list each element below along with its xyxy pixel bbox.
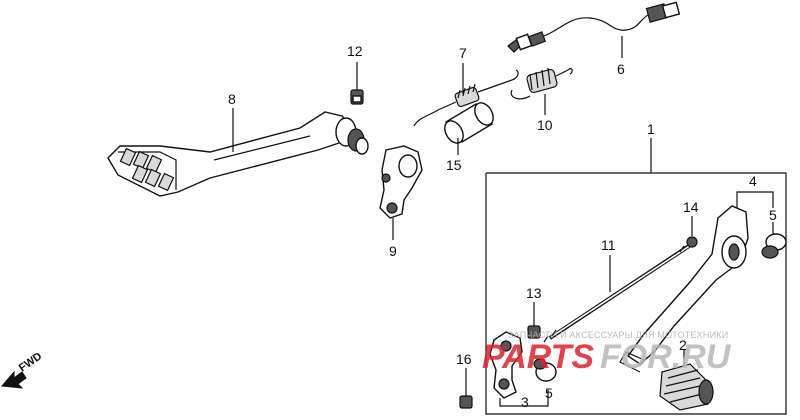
- sleeve-15-part: [444, 102, 494, 144]
- callout-8: 8: [228, 91, 236, 107]
- switch-6-part: [507, 1, 681, 53]
- callout-10: 10: [537, 117, 553, 133]
- callout-6: 6: [617, 61, 625, 77]
- fwd-arrow-icon: FWD: [0, 350, 44, 389]
- peg-rubber-2-part: [659, 363, 714, 411]
- pedal-grip-slots: [119, 147, 175, 192]
- rod-11-part: [543, 239, 694, 343]
- callout-5-right: 5: [769, 207, 777, 223]
- clamp-9-part: [379, 145, 423, 219]
- callout-16: 16: [456, 351, 472, 367]
- watermark-brand-right: FOR.RU: [600, 338, 732, 376]
- bolt-12-part: [350, 62, 364, 105]
- callout-14: 14: [683, 199, 699, 215]
- assembly-box-1: [485, 172, 787, 415]
- callout-1: 1: [647, 121, 655, 137]
- shift-arm-4-part: [619, 205, 749, 373]
- callout-4: 4: [749, 173, 757, 189]
- bolt-16-part: [459, 368, 473, 409]
- callout-7: 7: [459, 45, 467, 61]
- spring-10-part: [510, 67, 573, 100]
- nut-14-part: [686, 236, 698, 248]
- watermark: ЗАПЧАСТИ И АКСЕССУАРЫ ДЛЯ МОТОТЕХНИКИ PA…: [482, 330, 732, 376]
- bolt-5-right-part: [761, 233, 787, 259]
- callout-2: 2: [679, 337, 687, 353]
- callout-13: 13: [526, 285, 542, 301]
- callout-9: 9: [389, 243, 397, 259]
- leader-4-bracket: [736, 191, 774, 208]
- watermark-tagline: ЗАПЧАСТИ И АКСЕССУАРЫ ДЛЯ МОТОТЕХНИКИ: [508, 330, 728, 340]
- callout-11: 11: [601, 237, 616, 253]
- callout-3: 3: [521, 394, 529, 410]
- watermark-brand-left: PARTS: [482, 338, 594, 376]
- spring-7-part: [413, 69, 519, 127]
- fwd-label: FWD: [17, 350, 44, 374]
- bolt-5-left-part: [533, 358, 557, 382]
- callout-12: 12: [347, 43, 363, 59]
- callout-5-left: 5: [545, 385, 553, 401]
- brake-pedal-part: [107, 111, 369, 197]
- callout-numbers: 1 2 3 4 5 5 6 7 8 9 10 11 12 13 14 15 16: [228, 43, 777, 410]
- leader-3-bracket: [499, 390, 549, 407]
- link-arm-3-part: [489, 331, 523, 399]
- callout-15: 15: [446, 157, 462, 173]
